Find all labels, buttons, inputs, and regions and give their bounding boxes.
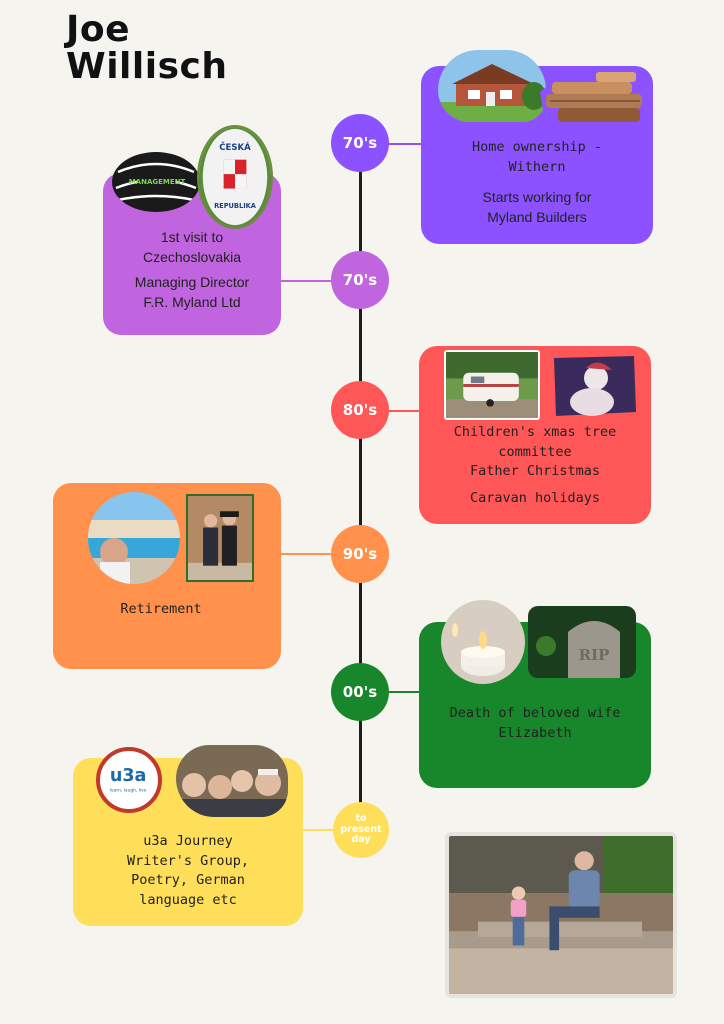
czech-border-sign-photo: ČESKÁ REPUBLIKA <box>197 125 273 229</box>
card-retirement-title: Retirement <box>120 601 202 617</box>
pool-photo <box>88 492 180 584</box>
u3a-logo-tagline: learn, laugh, live <box>110 787 147 793</box>
connector-00s <box>388 691 422 693</box>
connector-present <box>302 829 334 831</box>
czech-sign-bottom: REPUBLIKA <box>214 202 257 210</box>
connector-70s-a <box>388 143 424 145</box>
father-christmas-photo <box>542 350 642 422</box>
tombstone-photo: RIP <box>528 606 636 678</box>
card-czech-subtitle: Managing Director F.R. Myland Ltd <box>134 274 250 311</box>
timeline-node-80s: 80's <box>331 381 389 439</box>
card-christmas-title: Children's xmas tree committee Father Ch… <box>453 424 617 480</box>
management-sign-text: MANAGEMENT <box>129 178 186 186</box>
timeline-node-70s-b: 70's <box>331 251 389 309</box>
timeline-node-90s: 90's <box>331 525 389 583</box>
wood-pile-photo <box>536 64 650 138</box>
card-withern-subtitle: Starts working for Myland Builders <box>482 189 592 226</box>
timeline-node-70s-a: 70's <box>331 114 389 172</box>
connector-70s-b <box>280 280 332 282</box>
caravan-photo <box>444 350 540 420</box>
timeline-node-present: to present day <box>333 802 389 858</box>
card-u3a-title: u3a Journey Writer's Group, Poetry, Germ… <box>127 833 249 908</box>
page-title: Joe Willisch <box>66 9 228 87</box>
house-photo <box>438 50 546 122</box>
timeline-line <box>359 140 362 840</box>
u3a-logo-text: u3a <box>110 766 147 786</box>
timeline-node-00s: 00's <box>331 663 389 721</box>
card-czech-title: 1st visit to Czechoslovakia <box>142 229 242 266</box>
title-first-name: Joe <box>66 9 131 50</box>
candle-photo <box>441 600 525 684</box>
management-sign-photo: MANAGEMENT <box>112 152 200 212</box>
card-death-title: Death of beloved wife Elizabeth <box>449 705 621 741</box>
group-selfie-photo <box>176 745 288 817</box>
u3a-logo: u3a learn, laugh, live <box>96 747 162 813</box>
couple-photo <box>186 494 254 582</box>
connector-80s <box>388 410 422 412</box>
czech-sign-top: ČESKÁ <box>219 141 251 153</box>
card-christmas-subtitle: Caravan holidays <box>469 490 601 506</box>
title-last-name: Willisch <box>66 45 228 87</box>
grandfather-photo <box>445 832 677 998</box>
connector-90s <box>280 553 332 555</box>
tombstone-text: RIP <box>579 646 610 664</box>
card-withern-title: Home ownership - Withern <box>471 139 603 175</box>
